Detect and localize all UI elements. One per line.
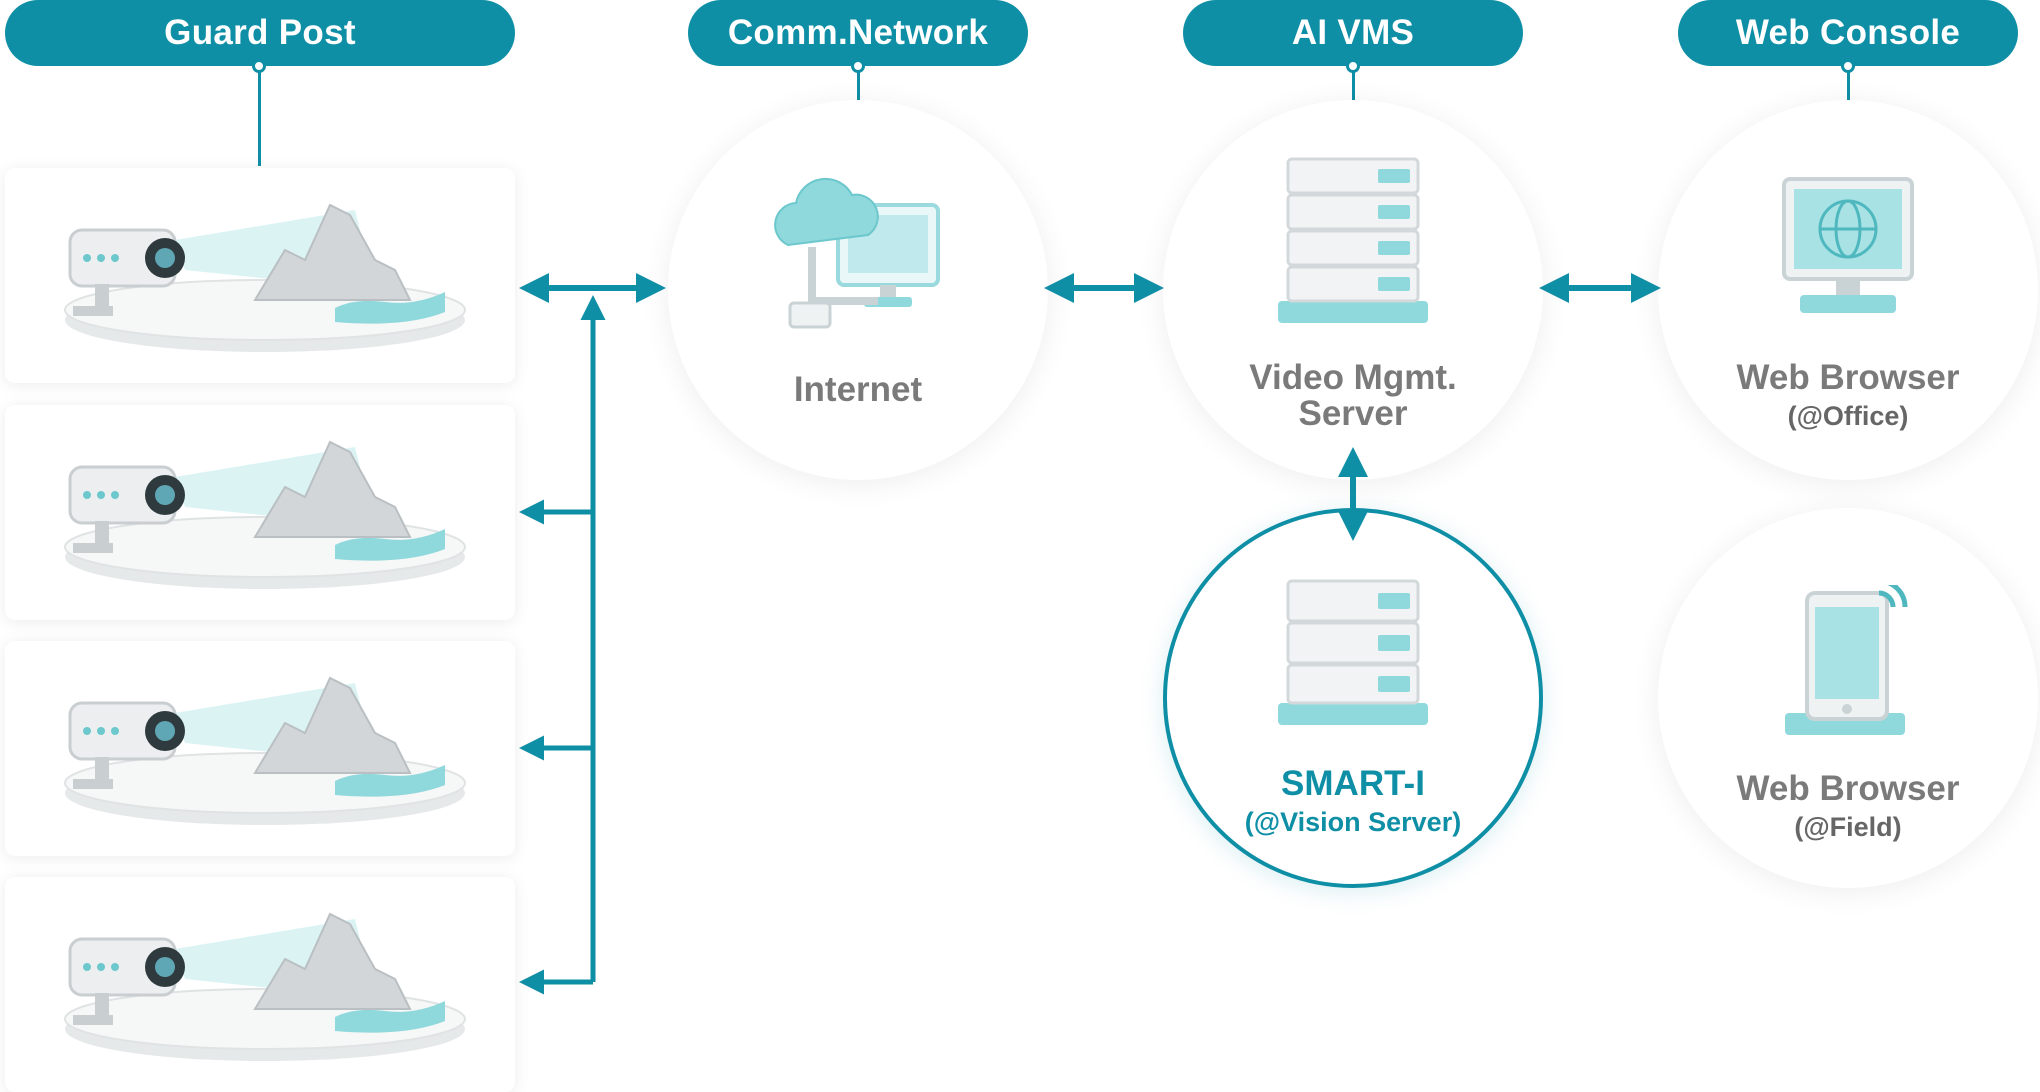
- ai-vms-stem-dot: [1346, 59, 1360, 73]
- cctv-camera-coast-icon: [64, 676, 466, 825]
- internet-label: Internet: [793, 370, 923, 409]
- cctv-camera-coast-icon: [64, 440, 466, 589]
- header-comm-network: Comm.Network: [688, 0, 1028, 66]
- cloud-network-icon: [774, 177, 940, 329]
- comm-network-stem: [857, 66, 860, 100]
- cctv-camera-coast-icon: [64, 203, 466, 352]
- web-console-stem: [1847, 66, 1850, 100]
- header-guard-post: Guard Post: [5, 0, 515, 66]
- comm-network-stem-dot: [851, 59, 865, 73]
- header-web-console: Web Console: [1678, 0, 2018, 66]
- field-label: Web Browser (@Field): [1658, 771, 2038, 845]
- server-rack-icon: [1278, 157, 1428, 323]
- office-label-sub: (@Office): [1787, 401, 1909, 431]
- vms-label-line1: Video Mgmt.: [1249, 358, 1457, 397]
- guard-post-stem-dot: [252, 59, 266, 73]
- desktop-monitor-icon: [1782, 177, 1914, 313]
- header-ai-vms: AI VMS: [1183, 0, 1523, 66]
- guard-post-stem: [258, 66, 261, 166]
- field-label-sub: (@Field): [1794, 812, 1902, 842]
- ai-vms-stem: [1352, 66, 1355, 100]
- office-label-title: Web Browser: [1736, 358, 1960, 397]
- internet-node: [668, 100, 1048, 480]
- smart-i-label: SMART-I (@Vision Server): [1163, 766, 1543, 840]
- vms-label: Video Mgmt. Server: [1163, 360, 1543, 432]
- web-console-stem-dot: [1841, 59, 1855, 73]
- smartphone-icon: [1785, 585, 1908, 735]
- smart-i-label-sub: (@Vision Server): [1244, 807, 1462, 837]
- field-label-title: Web Browser: [1736, 769, 1960, 808]
- office-label: Web Browser (@Office): [1658, 360, 2038, 434]
- server-rack-icon: [1278, 579, 1428, 725]
- cctv-camera-coast-icon: [64, 912, 466, 1061]
- smart-i-label-title: SMART-I: [1281, 764, 1425, 803]
- vms-label-line2: Server: [1298, 394, 1408, 433]
